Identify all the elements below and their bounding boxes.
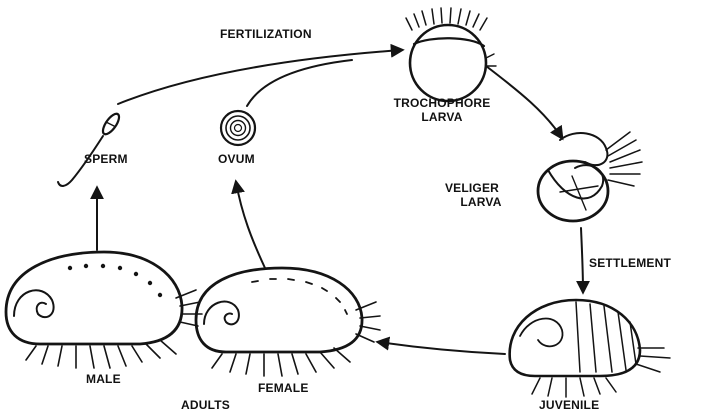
veliger-larva-label: VELIGER LARVA: [432, 181, 512, 209]
female-label: FEMALE: [258, 381, 309, 395]
juvenile-label: JUVENILE: [539, 398, 599, 412]
arrow-female-to-ovum: [236, 182, 265, 268]
trochophore-label-line2: LARVA: [367, 110, 517, 124]
sperm-label: SPERM: [84, 152, 128, 166]
adults-label: ADULTS: [181, 398, 230, 412]
arrow-veliger-to-juvenile: [581, 228, 583, 292]
veliger-larva-drawing: [538, 132, 642, 221]
ovum-drawing: [221, 111, 255, 145]
arrow-sperm-to-fertilization: [118, 50, 402, 104]
sperm-drawing: [58, 111, 122, 186]
juvenile-drawing: [510, 300, 670, 397]
arrow-juvenile-to-female: [378, 342, 505, 354]
veliger-label-line2: LARVA: [432, 195, 512, 209]
trochophore-larva-label: TROCHOPHORE LARVA: [367, 96, 517, 124]
trochophore-larva-drawing: [406, 8, 496, 101]
fertilization-label: FERTILIZATION: [220, 27, 312, 41]
male-label: MALE: [86, 372, 121, 386]
male-adult-drawing: [6, 252, 202, 368]
ovum-label: OVUM: [218, 152, 255, 166]
veliger-label-line1: VELIGER: [432, 181, 512, 195]
trochophore-label-line1: TROCHOPHORE: [367, 96, 517, 110]
female-adult-drawing: [196, 268, 380, 376]
settlement-label: SETTLEMENT: [589, 256, 671, 270]
